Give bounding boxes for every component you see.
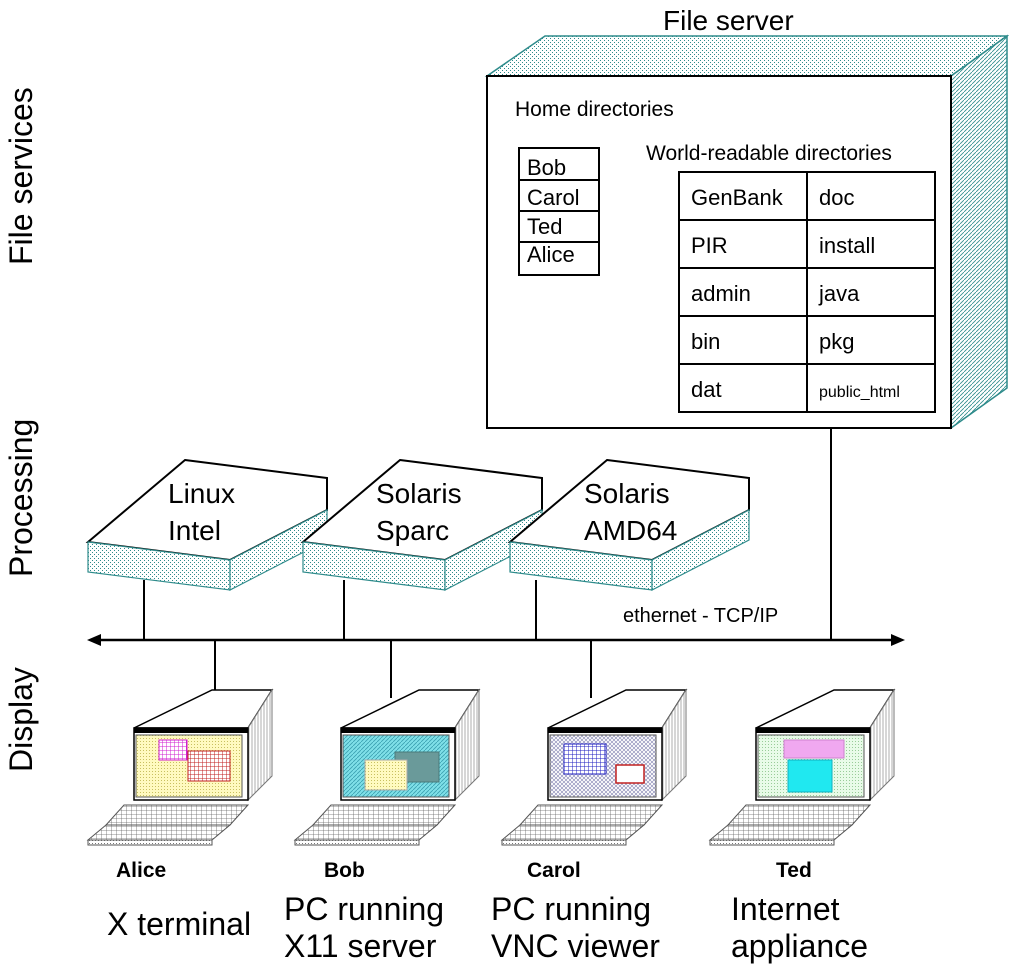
display-device-label: Internet (731, 891, 840, 927)
display-device-label: X11 server (284, 928, 437, 964)
display-user-label: Bob (324, 859, 365, 882)
tier-label-display: Display (3, 667, 39, 772)
home-dir-item: Ted (527, 214, 562, 239)
display-device-label: PC running (284, 891, 444, 927)
world-dir-cell: bin (691, 329, 720, 354)
home-dir-item: Bob (527, 155, 566, 180)
terminal-bob (293, 688, 481, 846)
processor-os-label: Solaris (376, 478, 462, 509)
display-user-label: Ted (776, 859, 812, 882)
processor-arch-label: Sparc (376, 515, 449, 546)
world-dir-cell: java (818, 281, 860, 306)
world-readable-table: GenBank doc PIR install admin java bin p… (678, 171, 936, 413)
terminal-ted (708, 688, 896, 846)
processor-solaris-sparc: Solaris Sparc (300, 458, 543, 591)
world-dir-cell: pkg (819, 329, 854, 354)
tier-label-processing: Processing (3, 419, 39, 577)
display-user-label: Alice (116, 859, 166, 882)
terminal-alice (86, 688, 274, 846)
file-server-title: File server (663, 5, 794, 36)
tier-label-file-services: File services (3, 87, 39, 265)
home-dir-item: Carol (527, 185, 580, 210)
file-server-side-face (950, 34, 1008, 430)
display-device-label: VNC viewer (491, 928, 660, 964)
world-dir-cell: doc (819, 185, 854, 210)
display-device-label: PC running (491, 891, 651, 927)
processor-os-label: Linux (168, 478, 235, 509)
processor-os-label: Solaris (584, 478, 670, 509)
file-server-top-face (484, 35, 1009, 77)
display-device-label: appliance (731, 928, 868, 964)
world-readable-title: World-readable directories (646, 142, 892, 165)
world-dir-cell: GenBank (691, 185, 784, 210)
home-dir-item: Alice (527, 242, 575, 267)
world-dir-cell: admin (691, 281, 751, 306)
ethernet-bus: ethernet - TCP/IP (87, 605, 905, 646)
world-dir-cell: public_html (819, 384, 900, 401)
file-server: File server Home directories Bob Carol T… (484, 5, 1009, 430)
world-dir-cell: dat (691, 377, 722, 402)
processor-linux-intel: Linux Intel (85, 458, 328, 591)
processor-solaris-amd64: Solaris AMD64 (507, 458, 750, 591)
processor-arch-label: Intel (168, 515, 221, 546)
display-user-label: Carol (527, 859, 581, 882)
processor-arch-label: AMD64 (584, 515, 677, 546)
home-directories-title: Home directories (515, 98, 674, 121)
world-dir-cell: install (819, 233, 875, 258)
terminal-carol (500, 688, 688, 846)
world-dir-cell: PIR (691, 233, 728, 258)
display-device-label: X terminal (107, 906, 251, 942)
ethernet-label: ethernet - TCP/IP (623, 605, 778, 627)
home-directories-list: Bob Carol Ted Alice (518, 147, 600, 276)
